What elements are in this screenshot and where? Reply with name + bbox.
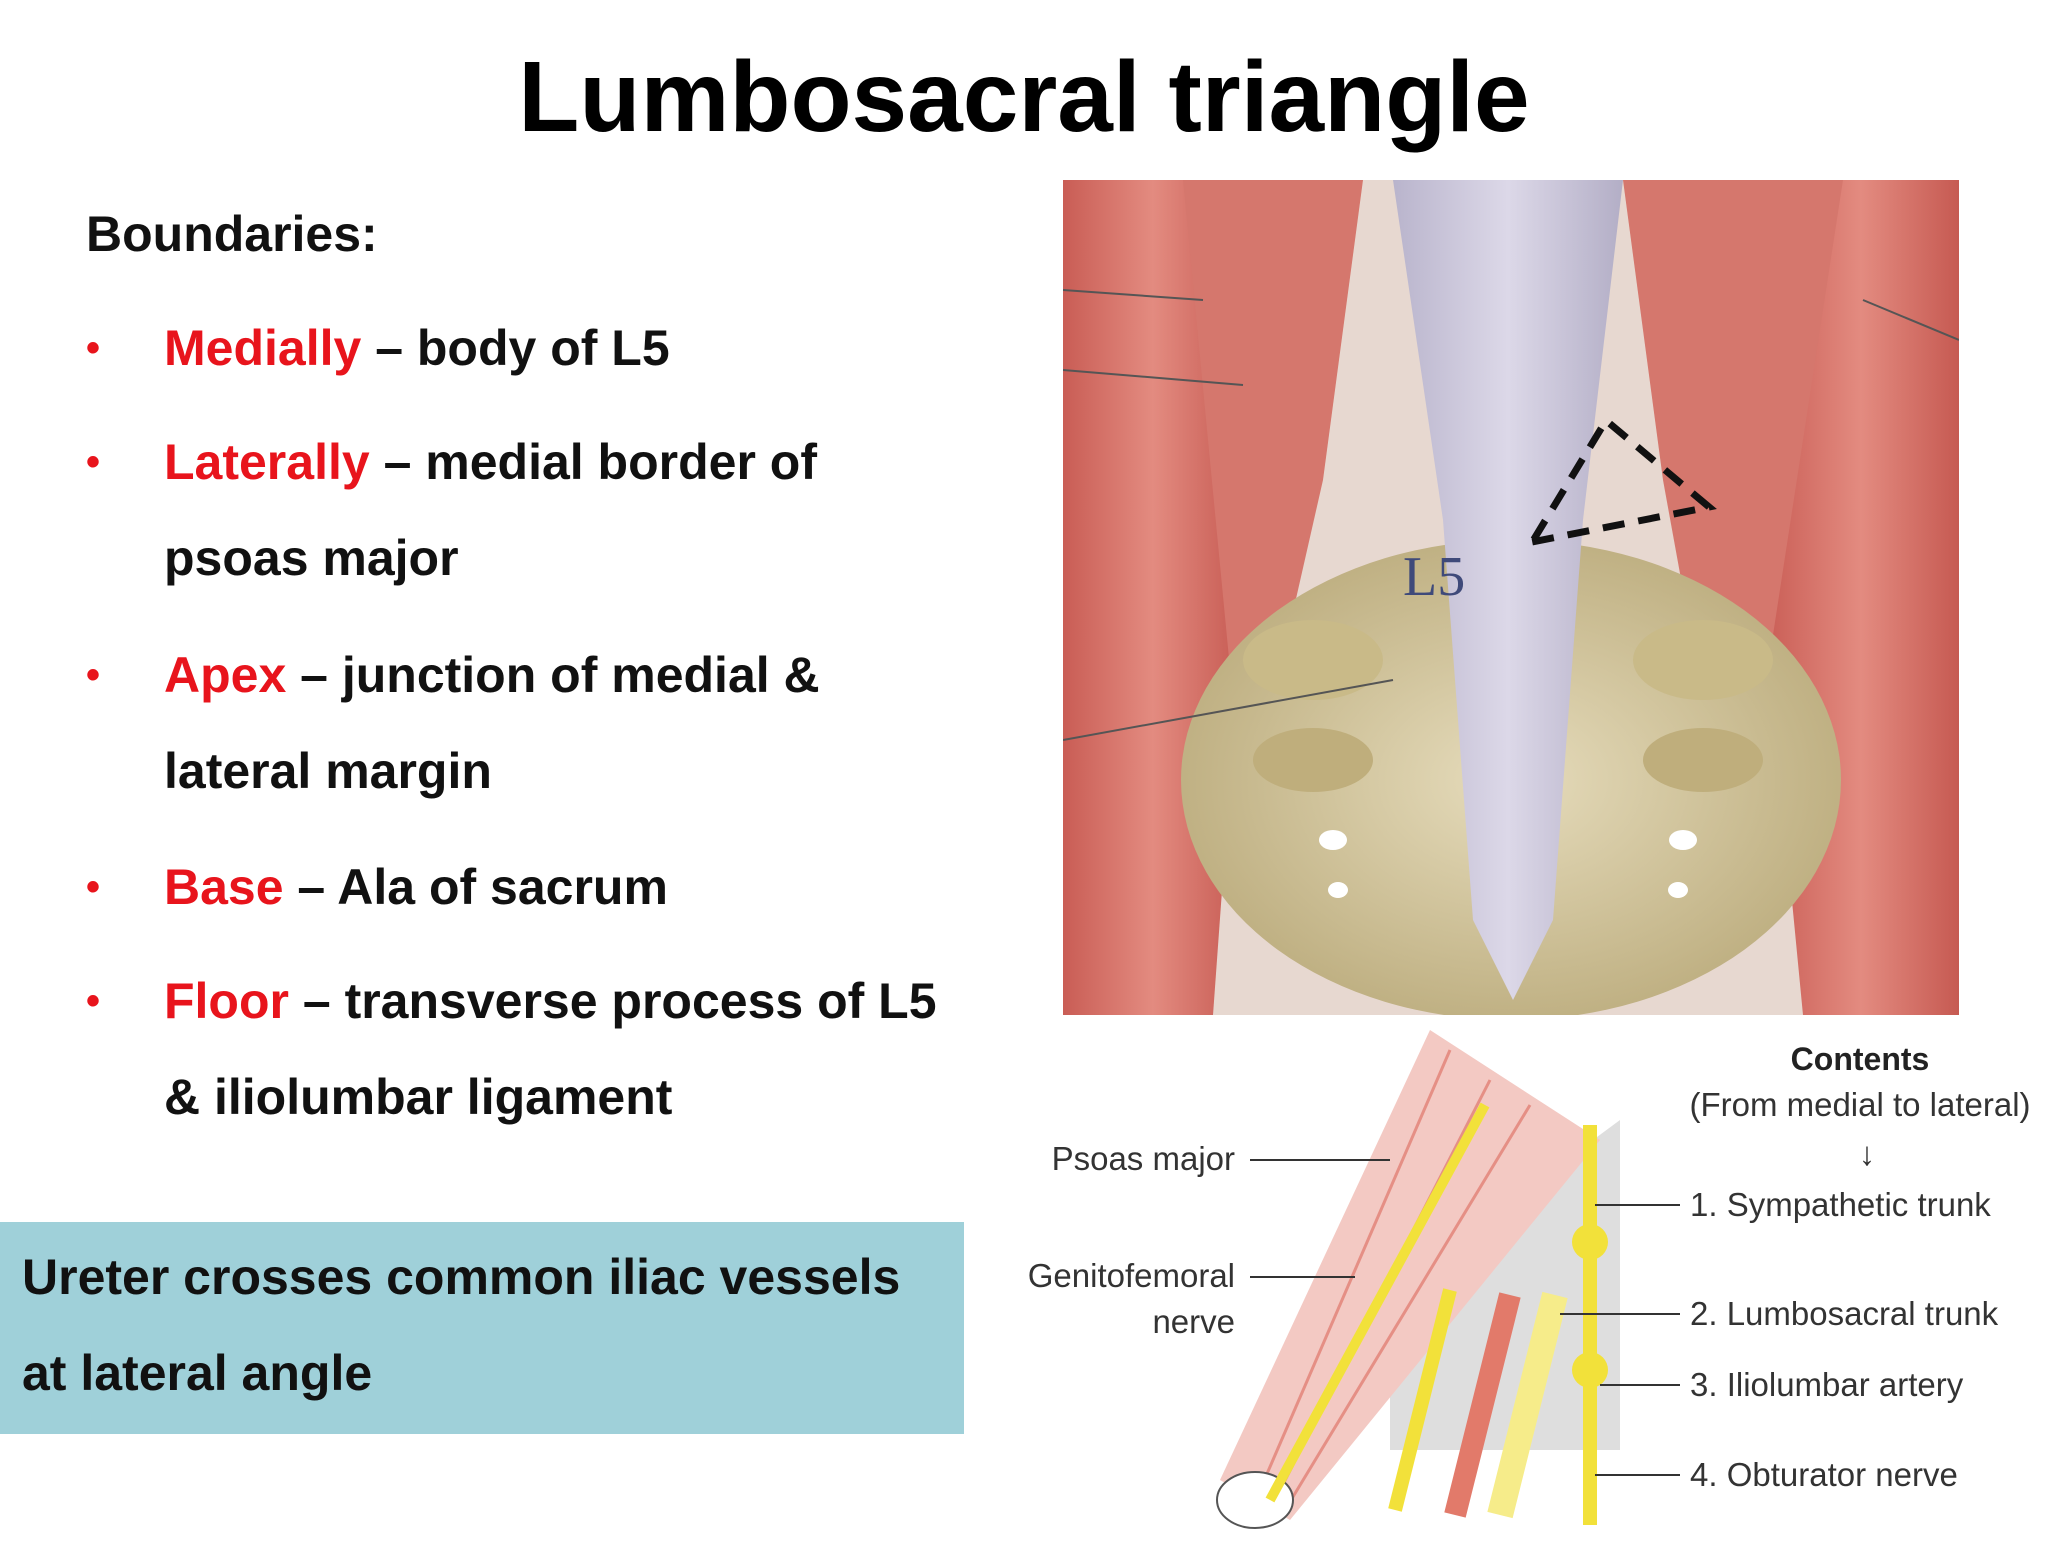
ureter-note-box: Ureter crosses common iliac vessels at l… <box>0 1222 964 1434</box>
sacral-foramen <box>1669 830 1697 850</box>
label-psoas-major: Psoas major <box>1052 1140 1235 1177</box>
leader-line <box>1862 299 1959 341</box>
lumbosacral-trunk <box>1487 1291 1568 1519</box>
bullet-text: – transverse process of L5 <box>288 973 937 1029</box>
term-base: Base <box>164 859 284 915</box>
bone-lobe <box>1643 728 1763 792</box>
bullet-text: – junction of medial & <box>286 647 820 703</box>
muscle-fiber <box>1258 1049 1452 1491</box>
bullet-dot: • <box>86 326 101 370</box>
lumbosacral-triangle-outline <box>1525 415 1717 547</box>
contents-diagram: Psoas major Genitofemoral nerve Contents… <box>990 1030 2048 1536</box>
leader-line <box>1063 369 1244 386</box>
bullet-text: – body of L5 <box>361 320 670 376</box>
bullet-text-continued: lateral margin <box>164 743 492 799</box>
contents-diagram-svg: Psoas major Genitofemoral nerve Contents… <box>1028 1030 2031 1529</box>
leader-line <box>1063 679 1394 741</box>
label-sympathetic-trunk: 1. Sympathetic trunk <box>1690 1186 1991 1223</box>
bone-lobe <box>1243 620 1383 700</box>
term-apex: Apex <box>164 647 287 703</box>
sacral-foramen <box>1319 830 1347 850</box>
term-medially: Medially <box>164 320 362 376</box>
bullet-dot: • <box>86 440 101 484</box>
bullet-dot: • <box>86 653 101 697</box>
leader-line <box>1063 289 1204 301</box>
bullet-dot: • <box>86 865 101 909</box>
sympathetic-trunk <box>1388 1288 1457 1512</box>
left-inner-muscle <box>1183 180 1363 700</box>
bone-lobe <box>1633 620 1773 700</box>
anatomy-illustration: L5 <box>1063 180 1959 1015</box>
sacral-foramen <box>1668 882 1688 898</box>
anatomy-svg: L5 <box>1063 180 1959 1015</box>
muscle-fiber <box>1283 1104 1532 1511</box>
note-line-2: at lateral angle <box>22 1345 373 1401</box>
label-obturator-nerve: 4. Obturator nerve <box>1690 1456 1958 1493</box>
sympathetic-ganglion <box>1572 1352 1608 1388</box>
label-nerve: nerve <box>1152 1303 1235 1340</box>
sacral-foramen <box>1328 882 1348 898</box>
term-floor: Floor <box>164 973 289 1029</box>
vertebra-label-l5: L5 <box>1403 546 1465 608</box>
iliolumbar-artery <box>1444 1292 1521 1518</box>
contents-heading: Contents <box>1791 1041 1930 1077</box>
bullet-text: – Ala of sacrum <box>283 859 668 915</box>
right-inner-muscle <box>1623 180 1843 700</box>
background-plane <box>1390 1120 1620 1450</box>
genitofemoral-nerve <box>1265 1102 1490 1503</box>
bone-lobe <box>1253 728 1373 792</box>
slide-title: Lumbosacral triangle <box>518 41 1530 153</box>
bullet-text-continued: & iliolumbar ligament <box>164 1069 673 1125</box>
bullet-dot: • <box>86 979 101 1023</box>
bullet-text-continued: psoas major <box>164 530 459 586</box>
term-laterally: Laterally <box>164 434 370 490</box>
anterior-longitudinal-ligament <box>1393 180 1623 1000</box>
arrow-down-icon: ↓ <box>1859 1135 1876 1172</box>
psoas-muscle-shape <box>1220 1030 1600 1520</box>
bullet-text: – medial border of <box>369 434 817 490</box>
contents-subheading: (From medial to lateral) <box>1689 1086 2030 1123</box>
sympathetic-ganglion <box>1572 1224 1608 1260</box>
label-lumbosacral-trunk: 2. Lumbosacral trunk <box>1690 1295 1999 1332</box>
label-genitofemoral: Genitofemoral <box>1028 1257 1235 1294</box>
label-iliolumbar-artery: 3. Iliolumbar artery <box>1690 1366 1964 1403</box>
note-line-1: Ureter crosses common iliac vessels <box>22 1249 901 1305</box>
boundaries-heading: Boundaries: <box>86 206 378 262</box>
